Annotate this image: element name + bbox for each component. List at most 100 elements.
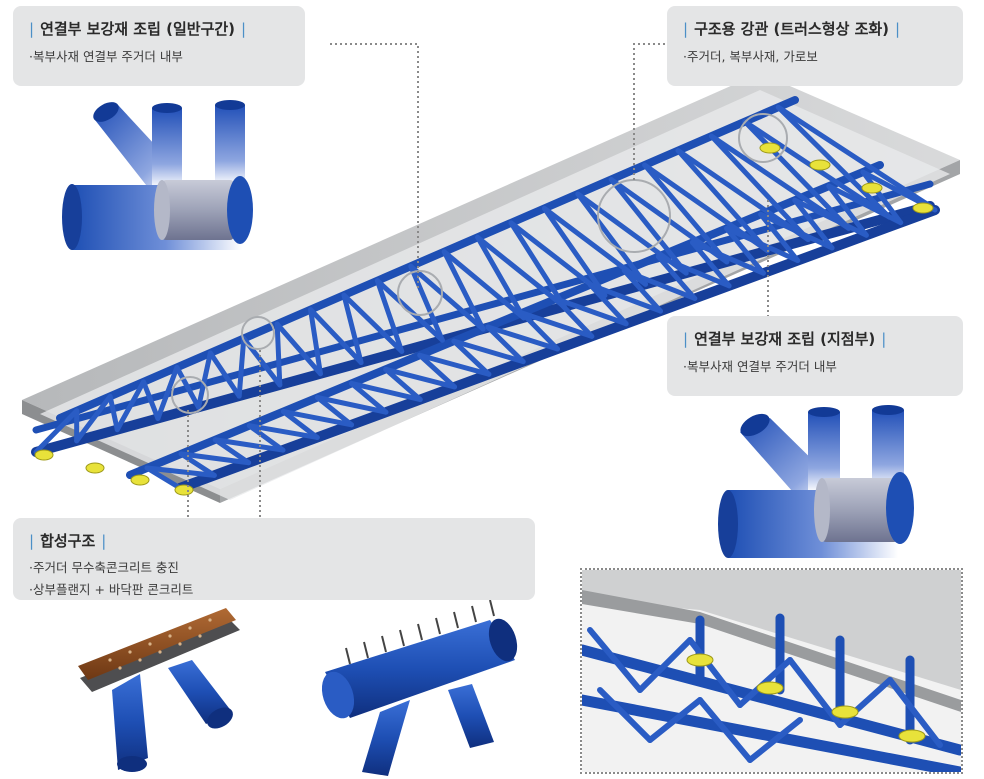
callout-line: 복부사재 연결부 주거더 내부 [683,356,947,375]
truss-diagonal-member [383,366,423,403]
support-zoom-inset-frame [580,568,963,774]
callout-line: 상부플랜지 + 바닥판 콘크리트 [29,579,519,598]
callout-line: 주거더, 복부사재, 가로보 [683,46,947,65]
truss-diagonal-member [178,451,217,478]
truss-diagonal-member [417,352,458,390]
truss-diagonal-member [417,352,492,377]
truss-diagonal-member [207,350,242,399]
truss-diagonal-member [621,268,663,314]
callout-title: 연결부 보강재 조립 (일반구간) [40,20,236,38]
truss-diagonal-member [441,249,527,321]
truss-diagonal-member [475,234,567,310]
truss-diagonal-member [792,197,835,251]
truss-diagonal-member [246,423,320,440]
truss-diagonal-member [758,211,801,264]
truss-diagonal-member [775,104,933,209]
truss-diagonal-member [642,162,730,265]
truss-diagonal-member [519,310,595,339]
truss-diagonal-member [246,423,286,453]
truss-diagonal-member [792,197,869,238]
truss-diagonal-member [655,254,732,289]
truss-diagonal-member [451,338,492,377]
truss-diagonal-member [349,380,423,403]
truss-diagonal-member [541,205,608,298]
truss-diagonal-member [441,249,486,332]
callout-title: 연결부 보강재 조립 (지점부) [694,330,876,348]
truss-diagonal-member [475,234,527,321]
truss-diagonal-member [196,350,213,410]
truss-diagonal-member [675,148,770,254]
truss-diagonal-member [155,364,180,421]
truss-diagonal-member [74,393,113,444]
truss-diagonal-member [144,465,217,478]
callout-joint-support: | 연결부 보강재 조립 (지점부) | 복부사재 연결부 주거더 내부 [667,316,963,396]
truss-diagonal-member [724,225,801,264]
truss-diagonal-member [383,366,458,390]
truss-diagonal-member [826,183,869,238]
truss-diagonal-member [826,183,904,226]
bearing-pads [34,142,934,496]
callout-composite: | 합성구조 | 주거더 무수축콘크리트 충진 상부플랜지 + 바닥판 콘크리트 [13,518,535,600]
callout-line: 주거더 무수축콘크리트 충진 [29,557,519,576]
truss-diagonal-member [174,364,202,410]
truss-diagonal-member [519,310,560,352]
truss-diagonal-member [451,338,526,365]
joint-detail-general [62,100,253,250]
truss-diagonal-member [141,379,161,421]
callout-title: 합성구조 [40,532,96,550]
composite-detail-plate [78,608,240,772]
truss-diagonal-member [758,211,835,251]
truss-diagonal-member [690,240,732,289]
truss-diagonal-member [341,292,364,366]
truss-diagonal-member [655,254,698,301]
truss-diagonal-member [308,307,364,366]
truss-diagonal-member [308,307,323,377]
truss-diagonal-member [144,465,183,491]
truss-diagonal-member [621,268,698,301]
truss-diagonal-member [508,220,567,310]
bridge-truss-main [22,73,960,503]
composite-detail-pipe [321,599,518,776]
truss-diagonal-member [274,321,283,388]
truss-diagonal-member [114,379,147,433]
truss-diagonal-member [280,409,355,428]
truss-diagonal-member [587,282,663,314]
truss-diagonal-member [212,437,286,453]
truss-diagonal-member [107,393,120,433]
truss-diagonal-member [708,133,811,243]
truss-diagonal-member [33,408,80,455]
truss-diagonal-member [212,437,252,466]
truss-diagonal-member [485,324,560,352]
callout-joint-general: | 연결부 보강재 조립 (일반구간) | 복부사재 연결부 주거더 내부 [13,6,305,86]
truss-diagonal-member [742,119,852,231]
truss-diagonal-member [280,409,320,440]
truss-diagonal-member [315,395,389,415]
callout-line: 복부사재 연결부 주거더 내부 [29,46,289,65]
truss-diagonal-member [485,324,526,365]
truss-diagonal-member [775,104,892,220]
callout-structural-tube: | 구조용 강관 (트러스형상 조화) | 주거더, 복부사재, 가로보 [667,6,963,86]
callout-title: 구조용 강관 (트러스형상 조화) [694,20,890,38]
truss-diagonal-member [349,380,389,415]
truss-diagonal-member [315,395,355,428]
truss-diagonal-member [553,296,595,339]
truss-diagonal-member [608,177,689,276]
leader-lines [187,43,769,520]
truss-diagonal-member [408,263,445,343]
truss-diagonal-member [374,278,405,354]
support-zoom-inset [582,570,961,772]
joint-detail-support [718,405,914,558]
truss-diagonal-member [553,296,629,327]
truss-diagonal-member [587,282,629,327]
truss-diagonal-member [724,225,766,276]
truss-diagonal-member [690,240,766,276]
truss-diagonal-member [178,451,252,466]
truss-diagonal-member [860,169,904,226]
truss-diagonal-member [575,191,649,287]
truss-diagonal-member [341,292,405,354]
truss-diagonal-member [236,336,247,399]
truss-diagonal-member [374,278,445,343]
truss-diagonal-member [408,263,486,332]
truss-diagonal-member [274,321,323,377]
